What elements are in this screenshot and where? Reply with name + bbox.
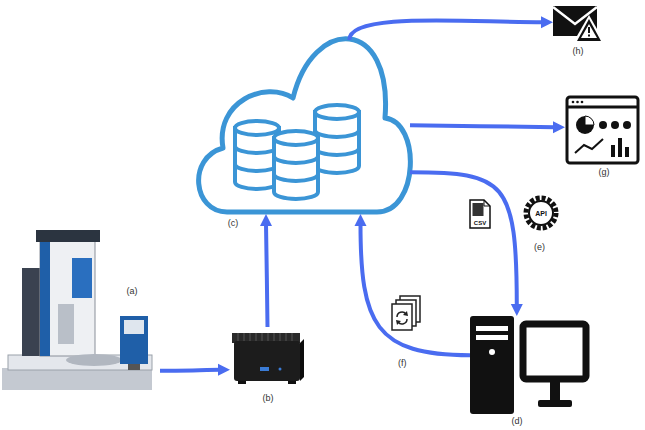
callout-letter: (c) <box>221 218 245 229</box>
arrow-line <box>160 368 220 373</box>
callout-letter: (f) <box>397 358 408 369</box>
machine-illustration <box>2 230 152 390</box>
arrow-line <box>410 172 517 306</box>
flow-arrow <box>355 214 471 355</box>
edge-device <box>232 333 304 384</box>
dashboard: (g) <box>565 95 640 165</box>
arrow-head <box>218 364 230 376</box>
arrow-line <box>266 224 268 327</box>
dashboard-icon <box>567 97 638 163</box>
callout-letter: (b) <box>255 393 281 404</box>
csv-file-icon <box>470 200 490 228</box>
arrow-line <box>361 224 471 355</box>
callout-letter: (e) <box>533 242 546 253</box>
flow-arrow <box>410 172 523 316</box>
arrow-head <box>511 304 523 316</box>
callout-letter: (g) <box>589 167 619 178</box>
arrow-head <box>260 214 272 226</box>
flow-arrow <box>410 121 565 133</box>
arrow-head <box>355 214 367 226</box>
alert-mail-icon <box>553 6 605 43</box>
machine: (a) <box>2 228 160 400</box>
edge-device: (b) <box>230 327 305 390</box>
computer-illustration <box>470 316 586 414</box>
arrow-head <box>541 16 553 28</box>
alert-mail: (h) <box>553 2 603 44</box>
callout-letter: (h) <box>553 46 603 57</box>
callout-letter: (d) <box>502 416 532 427</box>
computer: (d) <box>470 316 590 414</box>
cloud-database <box>199 39 411 212</box>
arrow-line <box>349 20 543 40</box>
arrow-head <box>553 121 565 133</box>
arrow-line <box>410 125 555 127</box>
flow-arrow <box>349 16 553 40</box>
flow-arrow <box>260 214 272 327</box>
flow-arrow <box>160 364 230 376</box>
api-label: API <box>530 209 552 218</box>
file-format-label: CSV <box>470 219 490 227</box>
sync-documents-icon <box>392 296 420 330</box>
callout-letter: (a) <box>120 286 144 297</box>
api-gear-icon <box>526 198 556 228</box>
cloud-storage: (c) <box>185 40 410 214</box>
